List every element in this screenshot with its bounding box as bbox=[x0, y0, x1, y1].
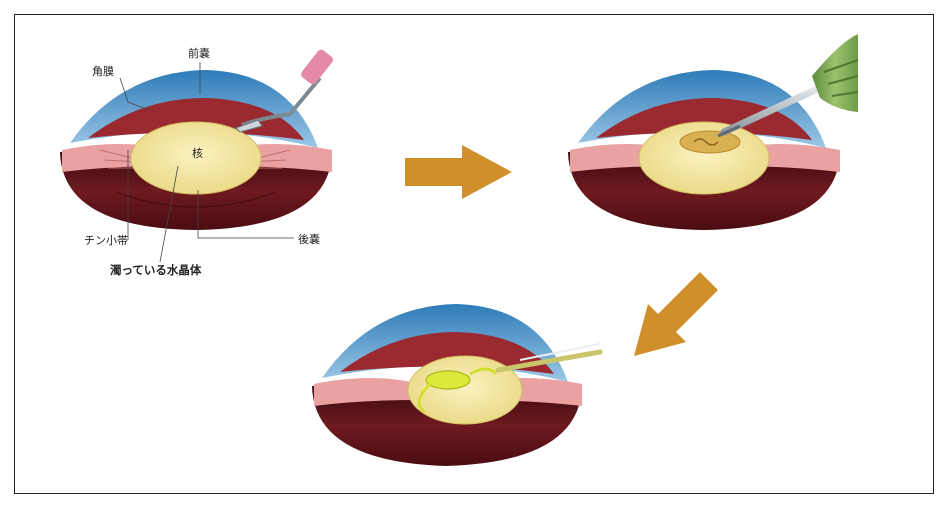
label-cornea: 角膜 bbox=[92, 65, 114, 78]
arrow-right-icon bbox=[405, 145, 512, 199]
label-posterior-capsule: 後嚢 bbox=[298, 232, 320, 246]
arrow-down-left-icon bbox=[634, 272, 718, 356]
label-cloudy-lens: 濁っている水晶体 bbox=[110, 263, 202, 277]
label-zonule: チン小帯 bbox=[84, 234, 128, 247]
label-anterior-capsule: 前嚢 bbox=[188, 46, 210, 60]
label-nucleus: 核 bbox=[192, 146, 203, 160]
eye-diagram-2 bbox=[568, 34, 859, 230]
eye-diagram-3 bbox=[312, 304, 603, 466]
eye-diagram-1 bbox=[60, 49, 333, 263]
